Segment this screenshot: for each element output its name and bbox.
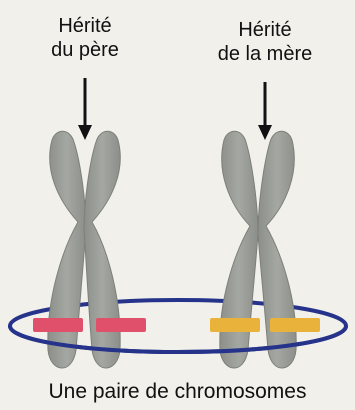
diagram-caption: Une paire de chromosomes (0, 380, 355, 404)
mother-label-line2: de la mère (200, 42, 330, 66)
father-label-line1: Hérité (30, 14, 140, 38)
paternal-gene-band-right (96, 318, 146, 332)
father-label-line2: du père (30, 38, 140, 62)
father-label: Hérité du père (30, 14, 140, 62)
paternal-gene-band-left (33, 318, 83, 332)
mother-label: Hérité de la mère (200, 18, 330, 66)
paternal-chromosome (48, 131, 120, 368)
mother-label-line1: Hérité (200, 18, 330, 42)
maternal-gene-band-right (270, 318, 320, 332)
mother-arrow-icon (258, 82, 272, 140)
maternal-chromosome (220, 131, 296, 368)
father-arrow-icon (78, 78, 92, 140)
maternal-gene-band-left (210, 318, 260, 332)
